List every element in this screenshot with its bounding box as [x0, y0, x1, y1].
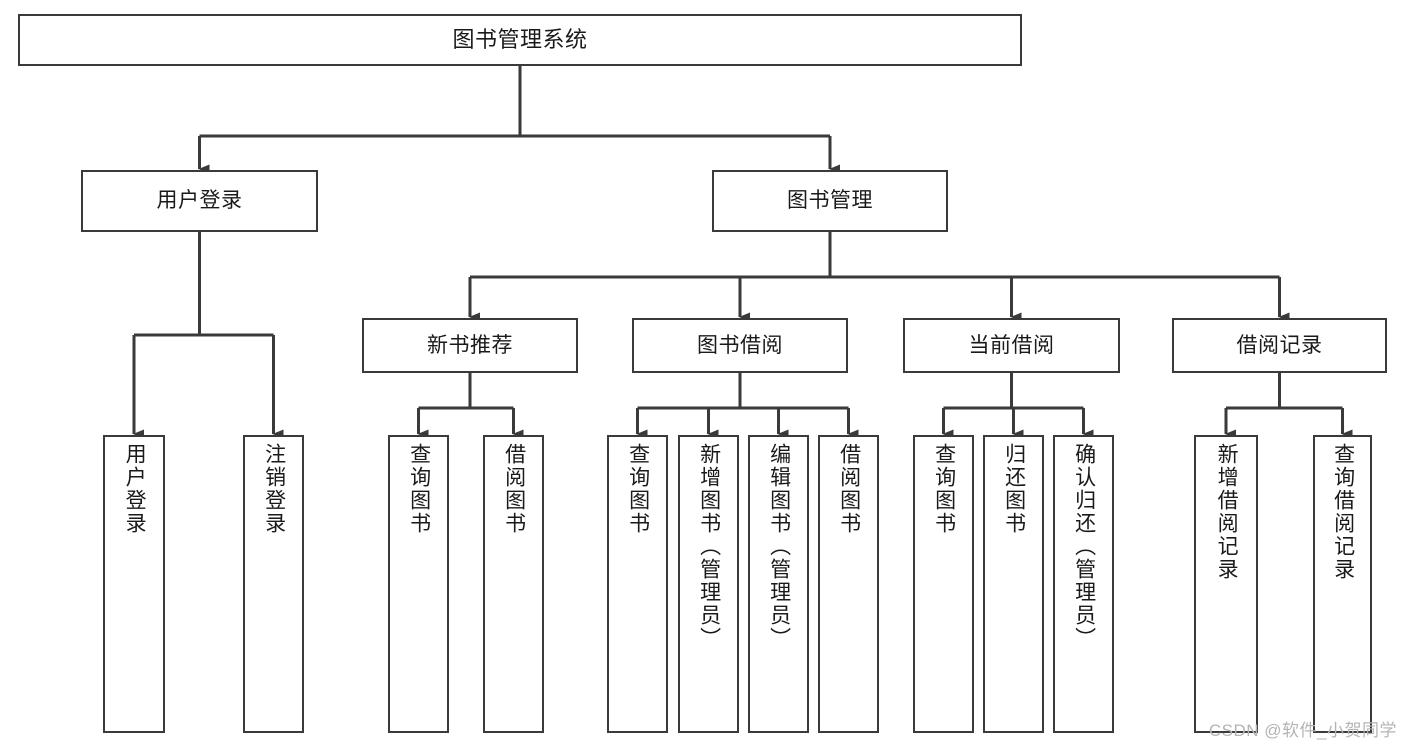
node-leaf-edit-book[interactable]: 编辑图书（管理员）: [748, 435, 809, 733]
node-label: 借阅图书: [502, 443, 526, 535]
node-label: 查询图书: [407, 443, 431, 535]
node-borrow-record[interactable]: 借阅记录: [1172, 318, 1387, 373]
node-current-borrow[interactable]: 当前借阅: [903, 318, 1120, 373]
node-leaf-user-login[interactable]: 用户登录: [103, 435, 165, 733]
node-label: 新增图书（管理员）: [697, 443, 721, 650]
node-book-manage[interactable]: 图书管理: [712, 170, 948, 232]
node-leaf-query-book-current[interactable]: 查询图书: [913, 435, 974, 733]
node-label: 确认归还（管理员）: [1072, 443, 1096, 650]
node-leaf-add-book[interactable]: 新增图书（管理员）: [678, 435, 739, 733]
node-leaf-query-book-borrow[interactable]: 查询图书: [607, 435, 668, 733]
node-label: 查询图书: [932, 443, 956, 535]
node-new-book-recommend[interactable]: 新书推荐: [362, 318, 578, 373]
node-label: 编辑图书（管理员）: [767, 443, 791, 650]
node-root[interactable]: 图书管理系统: [18, 14, 1022, 66]
node-label: 查询借阅记录: [1331, 443, 1355, 581]
node-leaf-query-book-recommend[interactable]: 查询图书: [388, 435, 449, 733]
node-label: 图书管理: [787, 189, 873, 213]
node-user-login[interactable]: 用户登录: [81, 170, 318, 232]
watermark: CSDN @软件_小贺同学: [1208, 721, 1397, 740]
node-label: 图书管理系统: [452, 26, 588, 52]
node-label: 借阅图书: [837, 443, 861, 535]
node-label: 用户登录: [156, 189, 243, 213]
node-leaf-confirm-return[interactable]: 确认归还（管理员）: [1053, 435, 1114, 733]
node-label: 图书借阅: [697, 333, 783, 357]
node-leaf-query-borrow-record[interactable]: 查询借阅记录: [1313, 435, 1372, 733]
node-label: 当前借阅: [968, 333, 1055, 357]
node-label: 用户登录: [123, 443, 147, 535]
node-leaf-borrow-book-recommend[interactable]: 借阅图书: [483, 435, 544, 733]
node-label: 新书推荐: [427, 333, 513, 357]
node-leaf-return-book[interactable]: 归还图书: [983, 435, 1044, 733]
node-label: 归还图书: [1002, 443, 1026, 535]
node-label: 借阅记录: [1236, 333, 1323, 357]
node-label: 注销登录: [262, 443, 286, 535]
node-book-borrow[interactable]: 图书借阅: [632, 318, 848, 373]
node-leaf-add-borrow-record[interactable]: 新增借阅记录: [1194, 435, 1258, 733]
node-label: 查询图书: [626, 443, 650, 535]
node-leaf-logout[interactable]: 注销登录: [243, 435, 304, 733]
node-label: 新增借阅记录: [1215, 443, 1239, 581]
node-leaf-borrow-book[interactable]: 借阅图书: [818, 435, 879, 733]
